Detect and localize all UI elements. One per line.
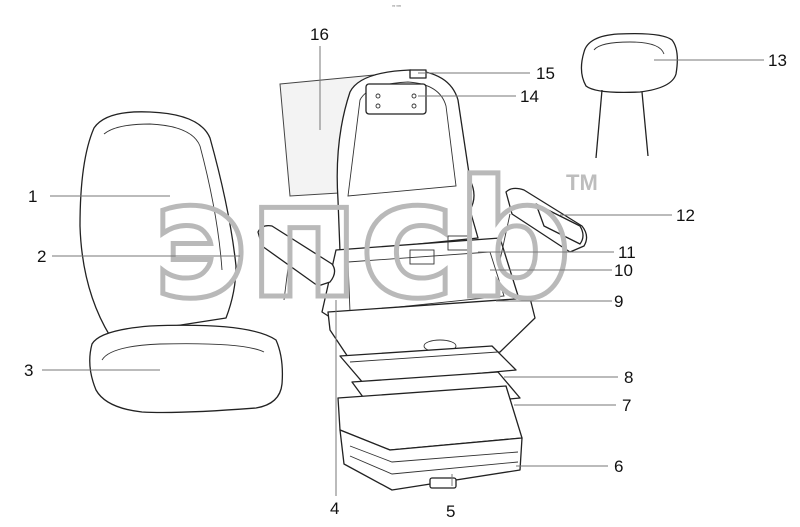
callout-16: 16	[310, 25, 329, 44]
trademark-symbol: TM	[566, 170, 598, 195]
drawing-code: ⁰⁰ ⁰⁰⁰	[392, 4, 402, 9]
callout-13: 13	[768, 51, 787, 70]
bracket-tab	[409, 69, 427, 79]
seat-cushion	[89, 324, 284, 414]
callout-12: 12	[676, 206, 695, 225]
callout-15: 15	[536, 64, 555, 83]
callout-4: 4	[330, 499, 339, 518]
watermark-text: эпсb	[152, 147, 572, 335]
suspension-base	[337, 385, 523, 491]
callout-7: 7	[622, 396, 631, 415]
adjust-lever	[429, 477, 457, 489]
callout-5: 5	[446, 502, 455, 521]
leader-lines	[42, 46, 764, 496]
callout-8: 8	[624, 368, 633, 387]
backrest-mount-bracket	[365, 83, 427, 115]
callout-labels: 1 2 3 4 5 6 7 8 9 10 11 12 13 14 15 16	[24, 25, 787, 521]
callout-6: 6	[614, 457, 623, 476]
watermark: эпсb TM	[150, 145, 598, 338]
right-armrest	[499, 187, 588, 261]
left-armrest	[257, 224, 336, 301]
slide-rails	[339, 345, 517, 385]
callout-11: 11	[618, 243, 636, 262]
headrest	[580, 32, 678, 159]
callout-2: 2	[37, 247, 46, 266]
backrest-cushion	[79, 111, 237, 337]
callout-1: 1	[28, 187, 37, 206]
backrest-frame	[336, 69, 479, 253]
callout-10: 10	[614, 261, 633, 280]
callout-9: 9	[614, 292, 623, 311]
callout-3: 3	[24, 361, 33, 380]
callout-14: 14	[520, 87, 539, 106]
